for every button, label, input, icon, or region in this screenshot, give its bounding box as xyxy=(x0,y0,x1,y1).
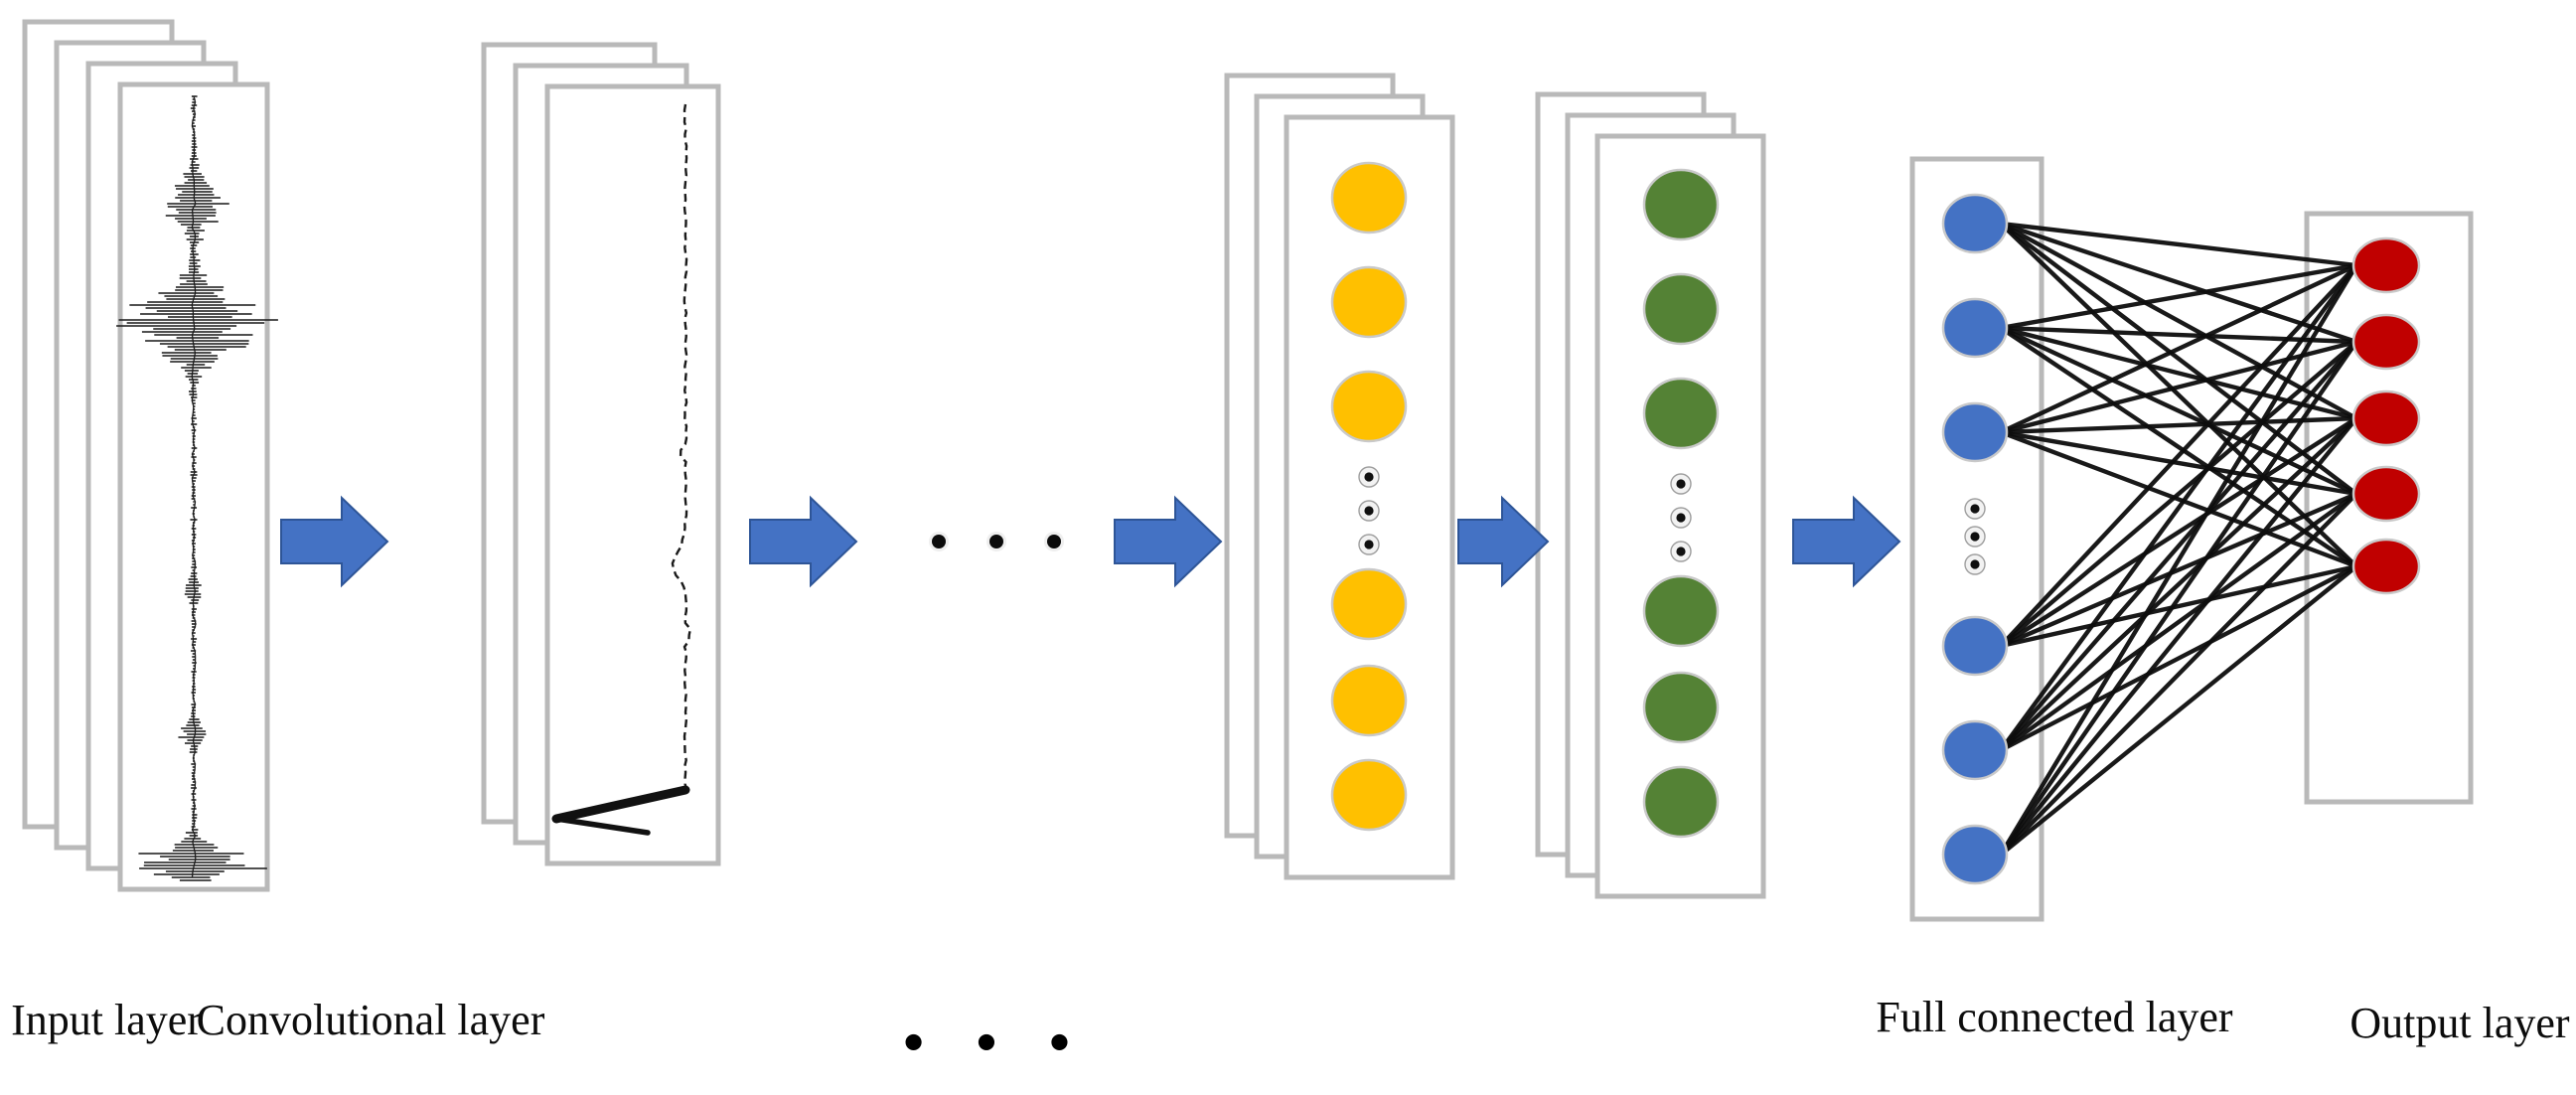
flow-arrows xyxy=(280,495,1901,588)
fc-node xyxy=(1941,719,2009,781)
fc-output-connection xyxy=(1998,262,2359,435)
output-node xyxy=(2351,390,2421,447)
fc-node xyxy=(1941,615,2009,677)
fc-output-connection xyxy=(1998,339,2359,435)
fc-output-connection xyxy=(1998,325,2359,497)
fc-output-connection xyxy=(1998,339,2359,649)
conv-layer-stack-panel xyxy=(544,83,721,866)
fc-output-connection xyxy=(1998,563,2359,858)
flow-arrow-icon xyxy=(749,495,858,588)
pooled-feature-node xyxy=(1642,377,1720,450)
seismic-waveform xyxy=(116,95,278,881)
fc-output-connection xyxy=(1998,262,2359,649)
flow-arrow-icon xyxy=(1114,495,1223,588)
feature-map-node xyxy=(1330,161,1408,235)
waveform-centerline xyxy=(191,95,197,878)
fc-output-connection xyxy=(1998,221,2359,345)
fc-output-connection xyxy=(1998,415,2359,435)
column-ellipsis-dot-core xyxy=(1364,472,1374,482)
feature-map-node xyxy=(1330,567,1408,641)
column-ellipsis-dot-core xyxy=(1364,540,1374,549)
flow-ellipsis-dot xyxy=(932,535,946,548)
trace-zigzag-stroke xyxy=(553,816,651,836)
fc-output-connection xyxy=(1998,325,2359,569)
flow-arrow-icon xyxy=(280,495,389,588)
fc-output-connection xyxy=(1998,325,2359,421)
fc-output-connection xyxy=(1998,221,2359,497)
feature-map-node xyxy=(1330,370,1408,443)
trace-line xyxy=(671,103,692,791)
fc-output-connection xyxy=(1998,563,2359,753)
label-full-connected-layer: Full connected layer xyxy=(1876,993,2233,1041)
fc-output-connection xyxy=(1998,429,2359,497)
flow-arrow-icon xyxy=(1457,495,1550,588)
column-ellipsis-dot-core xyxy=(1676,547,1686,556)
fc-nodes xyxy=(1941,193,2009,885)
conv-layer-stack xyxy=(481,42,721,866)
fc-node xyxy=(1941,297,2009,359)
fc-output-connection xyxy=(1998,221,2359,421)
fc-output-connection xyxy=(1998,262,2359,753)
label-convolutional-layer: Convolutional layer xyxy=(197,996,545,1044)
convolution-trace xyxy=(551,103,692,836)
column-ellipsis-dot-core xyxy=(1970,532,1980,542)
diagram-generated-content xyxy=(22,19,2474,922)
column-ellipsis-dot-core xyxy=(1970,559,1980,569)
fc-output-connections xyxy=(1998,221,2359,858)
fc-node xyxy=(1941,401,2009,463)
feature-map-node xyxy=(1330,265,1408,339)
fc-output-connection xyxy=(1998,491,2359,753)
output-node xyxy=(2351,313,2421,371)
fc-node xyxy=(1941,193,2009,254)
output-nodes xyxy=(2351,236,2421,595)
flow-ellipsis-dot xyxy=(989,535,1003,548)
input-layer-stack xyxy=(22,19,270,892)
feature-map-nodes-2 xyxy=(1642,168,1720,839)
fc-output-connection xyxy=(1998,415,2359,858)
fc-output-connection xyxy=(1998,415,2359,753)
fc-output-connection xyxy=(1998,262,2359,331)
feature-map-node xyxy=(1330,758,1408,832)
fc-output-connection xyxy=(1998,563,2359,649)
output-node xyxy=(2351,538,2421,595)
label-output-layer: Output layer xyxy=(2349,999,2570,1047)
feature-map-nodes-1 xyxy=(1330,161,1408,832)
fc-output-connection xyxy=(1998,491,2359,858)
output-node xyxy=(2351,465,2421,523)
pooled-feature-node xyxy=(1642,574,1720,648)
pooled-feature-node xyxy=(1642,765,1720,839)
fc-output-connection xyxy=(1998,339,2359,753)
fc-output-connection xyxy=(1998,339,2359,858)
column-ellipsis-dot-core xyxy=(1970,504,1980,514)
fc-output-connection xyxy=(1998,221,2359,569)
bottom-ellipsis-dots: • • • xyxy=(899,1017,1088,1070)
fc-output-connection xyxy=(1998,262,2359,858)
fc-node xyxy=(1941,824,2009,885)
fc-output-connection xyxy=(1998,491,2359,649)
pooled-feature-node xyxy=(1642,168,1720,241)
feature-map-stack-1-panel xyxy=(1284,114,1455,880)
fc-output-connection xyxy=(1998,415,2359,649)
fc-output-connection xyxy=(1998,221,2359,268)
label-input-layer: Input layer xyxy=(11,996,202,1044)
pooled-feature-node xyxy=(1642,272,1720,346)
fc-output-connection xyxy=(1998,429,2359,569)
flow-ellipsis xyxy=(929,532,1064,551)
flow-arrow-icon xyxy=(1792,495,1901,588)
trace-zigzag-stroke xyxy=(551,785,690,824)
pooled-feature-node xyxy=(1642,671,1720,744)
column-ellipsis-dot-core xyxy=(1676,479,1686,489)
column-ellipsis-dot-core xyxy=(1364,506,1374,516)
flow-ellipsis-dot xyxy=(1047,535,1061,548)
output-node xyxy=(2351,236,2421,294)
column-ellipsis-dot-core xyxy=(1676,513,1686,523)
feature-map-node xyxy=(1330,664,1408,737)
fc-output-connection xyxy=(1998,325,2359,345)
